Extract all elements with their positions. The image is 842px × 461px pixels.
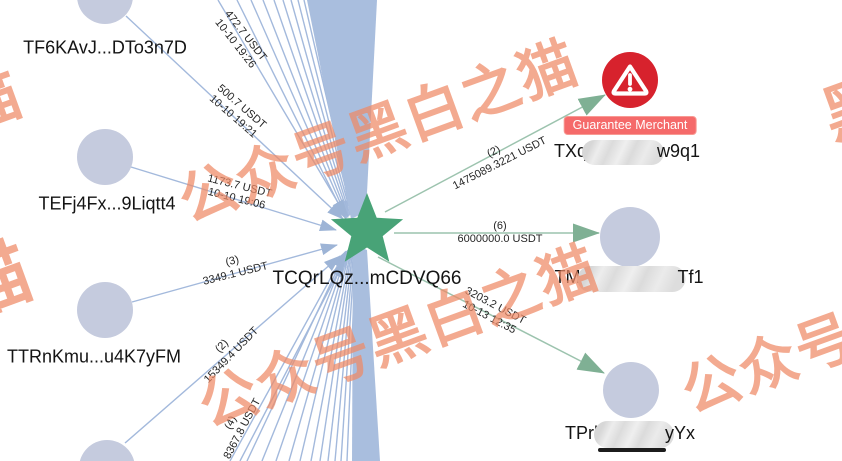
outgoing-edges[interactable] (377, 94, 606, 374)
edge-out-1475089 (384, 94, 606, 213)
node-label-tf6kavj: TF6KAvJ...DTo3n7D (23, 37, 187, 58)
node-circle-tm[interactable] (600, 207, 660, 267)
incoming-edges[interactable] (124, 0, 347, 461)
edge-label-out-6000000: (6) 6000000.0 USDT (458, 220, 543, 246)
redaction-blur (577, 266, 686, 292)
node-label-tm: TM Tf1 (554, 263, 704, 292)
address-prefix: TXq (553, 141, 587, 161)
edge-count: (6) (493, 220, 507, 233)
incoming-edge-fan-bottom (229, 244, 380, 461)
edge-in-500 (125, 15, 344, 220)
node-label-tefj4fx: TEFj4Fx...9Liqtt4 (38, 193, 176, 214)
node-circle-tefj4fx[interactable] (77, 129, 133, 185)
node-circle-ttrnkmu[interactable] (77, 282, 133, 338)
edge-out-3203 (377, 256, 605, 374)
node-circle-tpr[interactable] (603, 362, 659, 418)
center-star-node[interactable] (330, 193, 404, 262)
address-suffix: yYx (664, 422, 696, 443)
edge-in-3349 (131, 243, 338, 303)
alert-node[interactable] (602, 52, 658, 108)
edge-in-1173 (130, 166, 337, 232)
guarantee-merchant-badge: Guarantee Merchant (563, 116, 697, 135)
edge-amount: 6000000.0 USDT (457, 233, 543, 245)
address-suffix: w9q1 (656, 141, 701, 161)
edge-in-8367 (239, 260, 345, 461)
node-label-tpr: TPrl yYx (565, 418, 695, 448)
edge-in-472 (217, 0, 347, 217)
center-node-label: TCQrLQz...mCDVQ66 (272, 268, 462, 289)
address-suffix: Tf1 (677, 267, 704, 287)
address-prefix: TPrl (564, 422, 598, 443)
edge-in-15349 (124, 255, 341, 444)
redaction-underline (598, 448, 666, 452)
redaction-blur (581, 140, 664, 165)
node-circle-bottom-left[interactable] (79, 440, 135, 461)
redaction-blur (593, 421, 674, 448)
warning-icon (602, 52, 658, 108)
node-label-ttrnkmu: TTRnKmu...u4K7yFM (6, 346, 182, 367)
incoming-edge-fan-top (236, 0, 377, 220)
address-prefix: TM (554, 267, 581, 287)
node-label-txq: TXq w9q1 (554, 138, 700, 165)
